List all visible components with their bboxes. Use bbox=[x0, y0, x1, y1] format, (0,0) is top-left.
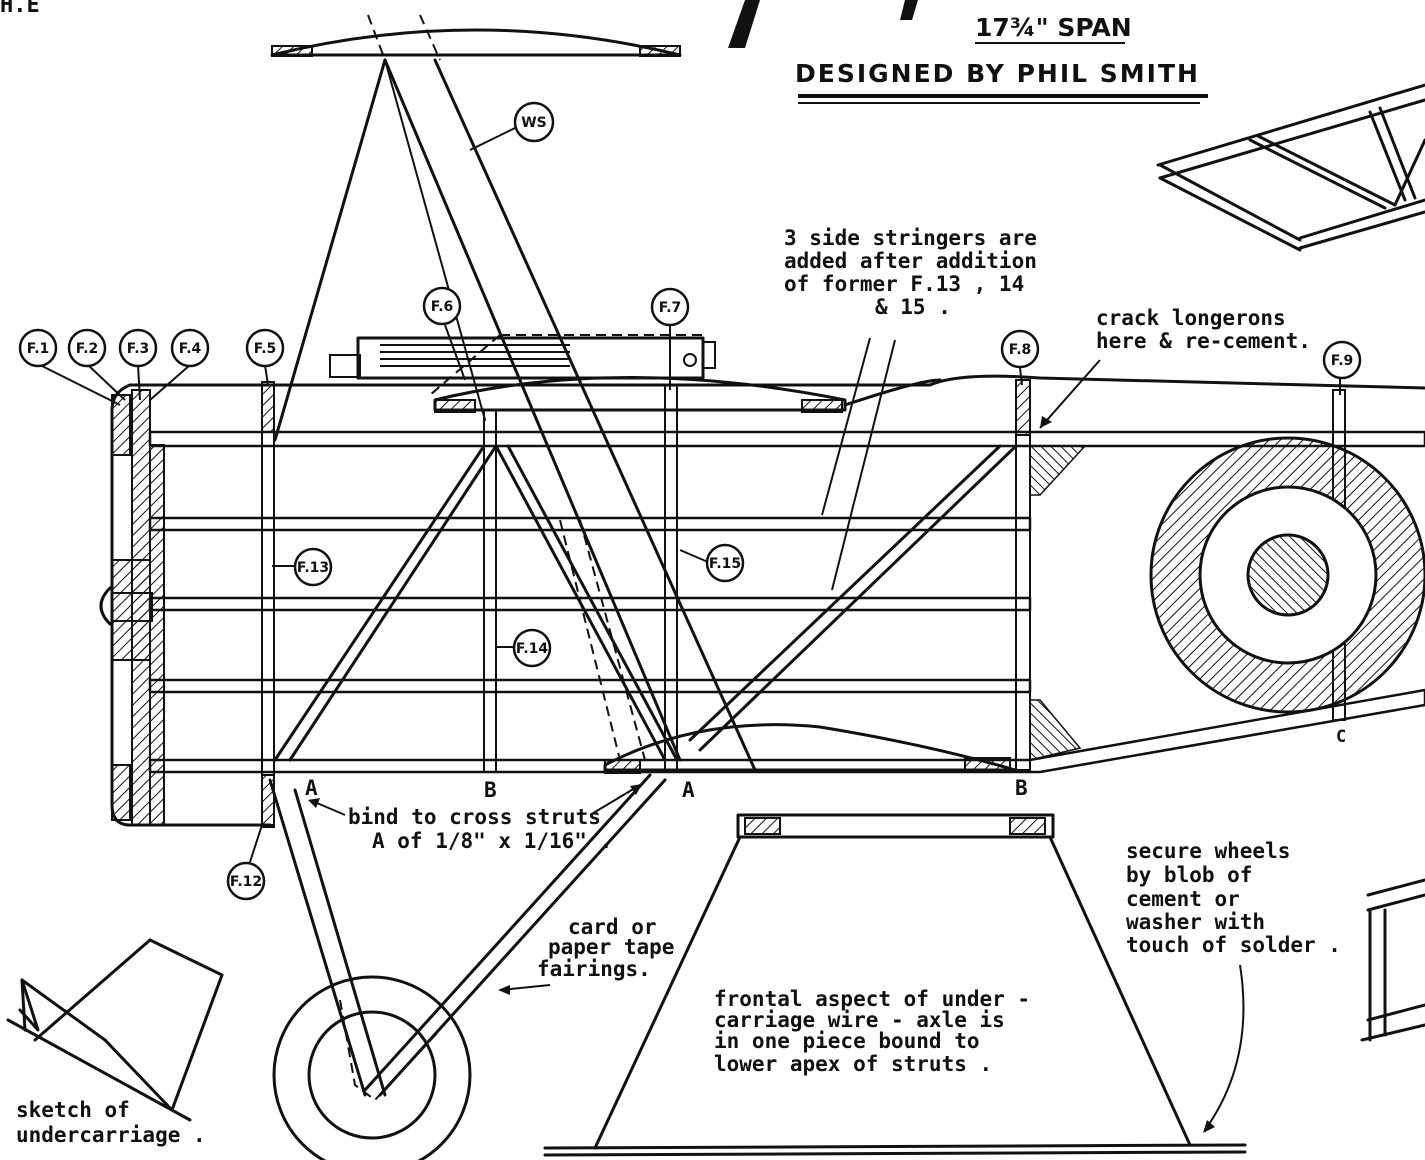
callout-f5 bbox=[245, 328, 285, 368]
note-frontal-line-3: in one piece bound to bbox=[714, 1029, 980, 1053]
note-stringers-line-1: 3 side stringers are bbox=[784, 226, 1037, 250]
callout-f8 bbox=[1000, 329, 1040, 369]
callout-f1-label: F.1 bbox=[27, 341, 50, 357]
note-wheels-line-5: touch of solder . bbox=[1126, 933, 1341, 957]
note-longerons-line-1: crack longerons bbox=[1096, 306, 1286, 330]
station-c: C bbox=[1336, 727, 1346, 747]
note-stringers-line-3: of former F.13 , 14 bbox=[784, 272, 1024, 296]
fuselage-side bbox=[99, 374, 1425, 828]
callout-f12 bbox=[226, 861, 266, 901]
note-wheels-line-3: cement or bbox=[1126, 887, 1240, 911]
cabane-struts bbox=[273, 58, 757, 772]
callout-f12-label: F.12 bbox=[230, 874, 262, 890]
corner-mark: H.E bbox=[0, 0, 40, 18]
callout-f6-label: F.6 bbox=[431, 299, 454, 315]
callout-ws bbox=[513, 101, 555, 143]
former-callouts: F.1 F.2 F.3 F.4 F.5 F.6 F.7 F.8 F.9 F.12… bbox=[18, 101, 1362, 901]
note-frontal-line-4: lower apex of struts . bbox=[714, 1052, 992, 1076]
undercarriage-frontal bbox=[543, 813, 1247, 1157]
callout-f7-label: F.7 bbox=[659, 300, 682, 316]
note-wheels-line-2: by blob of bbox=[1126, 863, 1252, 887]
station-a-front: A bbox=[305, 776, 318, 800]
note-frontal: frontal aspect of under - carriage wire … bbox=[714, 987, 1030, 1076]
callout-f6 bbox=[422, 286, 462, 326]
note-sketch-line-2: undercarriage . bbox=[16, 1123, 206, 1147]
callout-f7 bbox=[650, 287, 690, 327]
callout-f9-label: F.9 bbox=[1331, 353, 1354, 369]
note-longerons-line-2: here & re-cement. bbox=[1096, 329, 1311, 353]
callout-f13 bbox=[293, 547, 333, 587]
note-bind-line-1: bind to cross struts bbox=[348, 805, 601, 829]
callout-f14-label: F.14 bbox=[516, 641, 549, 657]
note-frontal-line-1: frontal aspect of under - bbox=[714, 987, 1030, 1011]
undercarriage-side bbox=[268, 773, 667, 1160]
span-label: 17¾" SPAN bbox=[975, 13, 1132, 42]
note-stringers: 3 side stringers are added after additio… bbox=[784, 226, 1037, 319]
note-fairings-line-2: paper tape bbox=[548, 935, 674, 959]
callout-f15 bbox=[705, 543, 745, 583]
callout-f2-label: F.2 bbox=[76, 341, 99, 357]
callout-f5-label: F.5 bbox=[254, 341, 277, 357]
title-lettering-fragment bbox=[728, 0, 760, 48]
upper-fairing bbox=[433, 376, 942, 413]
callout-f8-label: F.8 bbox=[1009, 342, 1032, 358]
note-longerons: crack longerons here & re-cement. bbox=[1096, 306, 1311, 353]
title-block: 17¾" SPAN DESIGNED BY PHIL SMITH bbox=[728, 0, 1208, 104]
roundel-marking bbox=[1149, 436, 1425, 714]
station-a-rear: A bbox=[682, 778, 695, 802]
callout-f9 bbox=[1322, 340, 1362, 380]
note-fairings: card or paper tape fairings. bbox=[537, 915, 674, 981]
note-frontal-line-2: carriage wire - axle is bbox=[714, 1008, 1005, 1032]
wing-truss-sketch bbox=[1156, 83, 1425, 252]
right-edge-fragment bbox=[1360, 878, 1425, 1042]
machine-gun bbox=[329, 334, 716, 396]
note-fairings-line-3: fairings. bbox=[537, 957, 651, 981]
callout-f2 bbox=[67, 328, 107, 368]
callout-f14 bbox=[512, 628, 552, 668]
lower-wing-section bbox=[559, 519, 1017, 774]
note-wheels-line-4: washer with bbox=[1126, 910, 1265, 934]
note-wheels-line-1: secure wheels bbox=[1126, 839, 1290, 863]
callout-f3 bbox=[118, 328, 158, 368]
note-sketch-line-1: sketch of bbox=[16, 1098, 130, 1122]
note-wheels: secure wheels by blob of cement or washe… bbox=[1126, 839, 1341, 957]
title-lettering-fragment-2 bbox=[900, 0, 918, 20]
upper-wing-section bbox=[270, 14, 682, 61]
station-marks: A B A B C bbox=[305, 727, 1346, 802]
note-bind-line-2: A of 1/8" x 1/16" . bbox=[372, 829, 612, 853]
callout-f3-label: F.3 bbox=[127, 341, 150, 357]
callout-f13-label: F.13 bbox=[297, 560, 329, 576]
note-bind: bind to cross struts A of 1/8" x 1/16" . bbox=[348, 805, 612, 853]
station-b-front: B bbox=[484, 778, 497, 802]
note-sketch: sketch of undercarriage . bbox=[16, 1098, 206, 1147]
callout-f1 bbox=[18, 328, 58, 368]
note-stringers-line-4: & 15 . bbox=[875, 295, 951, 319]
callout-ws-label: WS bbox=[521, 115, 547, 131]
note-stringers-line-2: added after addition bbox=[784, 249, 1037, 273]
callout-f4-label: F.4 bbox=[179, 341, 202, 357]
designer-label: DESIGNED BY PHIL SMITH bbox=[795, 59, 1200, 88]
callout-f4 bbox=[170, 328, 210, 368]
leader-lines bbox=[39, 127, 1341, 1133]
callout-f15-label: F.15 bbox=[709, 556, 741, 572]
note-fairings-line-1: card or bbox=[568, 915, 657, 939]
station-b-rear: B bbox=[1015, 776, 1028, 800]
undercarriage-sketch bbox=[6, 938, 224, 1122]
